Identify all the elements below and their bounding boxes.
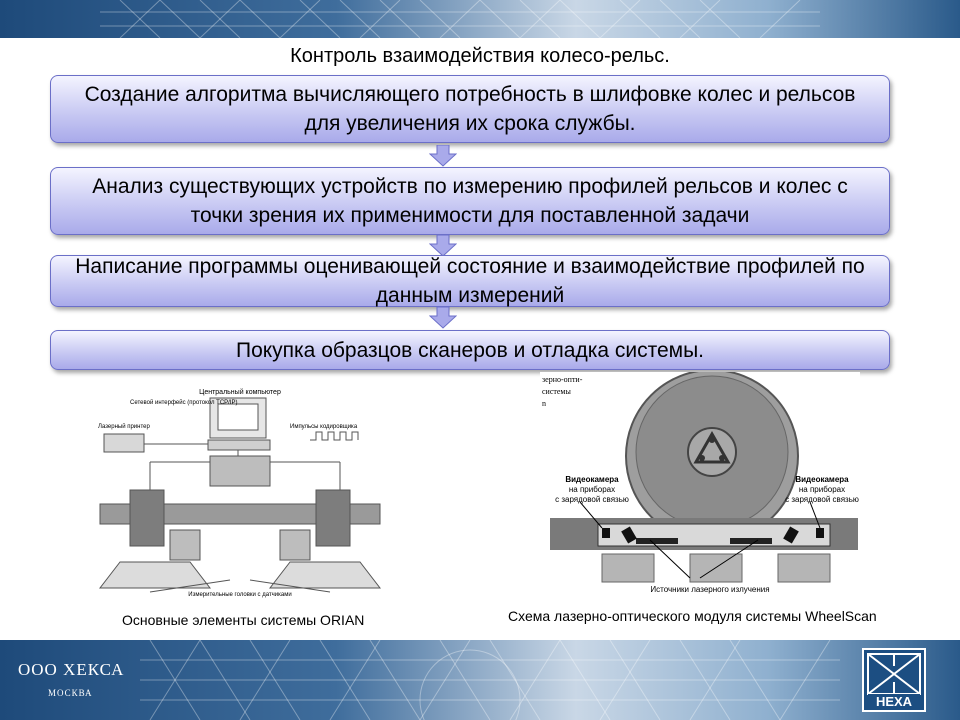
figure-right-caption: Схема лазерно-оптического модуля системы… — [508, 608, 877, 624]
label-network: Сетевой интерфейс (протокол TCP/IP) — [130, 399, 237, 406]
wheelscan-module-diagram: зерно-опти- системы n Видеокамера на при… — [540, 372, 860, 598]
label-camera-right-3: с зарядовой связью — [785, 495, 859, 504]
label-encoder: Импульсы кодировщика — [290, 424, 358, 430]
company-name: ООО ХЕКСА — [18, 660, 125, 679]
label-computer: Центральный компьютер — [199, 388, 281, 396]
logo-text: HEXA — [876, 694, 913, 709]
clipped-label-line3: n — [542, 399, 546, 408]
label-printer: Лазерный принтер — [98, 423, 150, 430]
label-camera-left-3: с зарядовой связью — [555, 495, 629, 504]
label-camera-left-1: Видеокамера — [565, 475, 619, 484]
label-camera-left-2: на приборах — [569, 485, 615, 494]
mesh-pattern — [100, 0, 820, 38]
step-box-2: Анализ существующих устройств по измерен… — [50, 167, 890, 235]
orian-system-diagram: Центральный компьютер Сетевой интерфейс … — [90, 382, 390, 604]
company-city: МОСКВА — [48, 688, 93, 698]
down-arrow-icon — [429, 307, 457, 329]
down-arrow-icon — [429, 145, 457, 167]
mesh-pattern — [140, 640, 840, 720]
footer-band: ООО ХЕКСА МОСКВА HEXA — [0, 640, 960, 720]
hexa-logo-icon: HEXA — [862, 648, 926, 712]
step-box-4: Покупка образцов сканеров и отладка сист… — [50, 330, 890, 370]
label-laser-sources: Источники лазерного излучения — [650, 585, 769, 594]
step-box-1: Создание алгоритма вычисляющего потребно… — [50, 75, 890, 143]
clipped-label-line2: системы — [542, 387, 571, 396]
down-arrow-icon — [429, 235, 457, 257]
step-box-3: Написание программы оценивающей состояни… — [50, 255, 890, 307]
clipped-label-line1: зерно-опти- — [542, 375, 583, 384]
label-heads: Измерительные головки с датчиками — [188, 592, 291, 598]
label-camera-right-2: на приборах — [799, 485, 845, 494]
page-title: Контроль взаимодействия колесо-рельс. — [290, 45, 670, 67]
label-camera-right-1: Видеокамера — [795, 475, 849, 484]
header-band — [0, 0, 960, 38]
figure-left-caption: Основные элементы системы ORIAN — [122, 612, 365, 628]
